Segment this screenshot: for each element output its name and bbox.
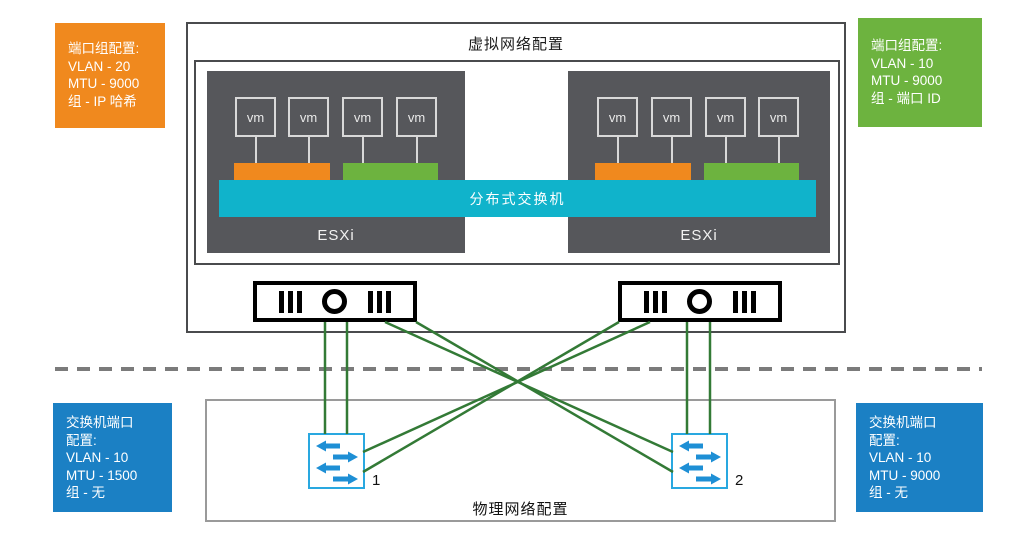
port-group-bar-green [343, 163, 438, 180]
callout-line: 交换机端口 [869, 415, 937, 430]
esxi-host-label: ESXi [317, 227, 355, 244]
callout-line: 组 - 无 [869, 485, 908, 500]
callout-line: 组 - 端口 ID [871, 90, 941, 106]
virtual-network-inner-box [194, 60, 840, 265]
distributed-switch-bar: 分布式交换机 [219, 180, 816, 217]
nic-ports-icon [367, 290, 391, 313]
vm-label: vm [716, 109, 735, 125]
port-group-bar-orange [595, 163, 691, 180]
callout-line: 配置: [66, 432, 97, 448]
distributed-switch-label: 分布式交换机 [469, 190, 566, 207]
vm-label: vm [407, 109, 426, 125]
vm-label: vm [299, 109, 318, 125]
callout-line: MTU - 9000 [869, 467, 941, 483]
physical-switch-1 [308, 433, 365, 489]
physical-nic-left [253, 281, 417, 322]
nic-circle-icon [687, 289, 713, 314]
vm-connector-line [416, 137, 418, 163]
callout-line: VLAN - 10 [66, 450, 129, 465]
vm-connector-line [725, 137, 727, 163]
vm-connector-line [617, 137, 619, 163]
vm-box: vm [396, 97, 437, 137]
vm-connector-line [255, 137, 257, 163]
callout-line: 配置: [869, 432, 900, 448]
vm-label: vm [353, 109, 372, 125]
port-group-config-callout-right: 端口组配置: VLAN - 10 MTU - 9000 组 - 端口 ID [858, 18, 982, 127]
port-group-bar-orange [234, 163, 330, 180]
switch-port-config-callout-right: 交换机端口 配置: VLAN - 10 MTU - 9000 组 - 无 [856, 403, 983, 512]
virtual-network-title: 虚拟网络配置 [467, 36, 564, 53]
physical-nic-right [618, 281, 782, 322]
nic-ports-icon [732, 290, 756, 313]
nic-ports-icon [644, 290, 668, 313]
physical-network-title: 物理网络配置 [472, 501, 569, 518]
callout-line: MTU - 1500 [66, 467, 138, 483]
vm-connector-line [308, 137, 310, 163]
callout-line: VLAN - 10 [871, 55, 934, 71]
switch-port-config-callout-left: 交换机端口 配置: VLAN - 10 MTU - 1500 组 - 无 [53, 403, 172, 512]
port-group-config-callout-left: 端口组配置: VLAN - 20 MTU - 9000 组 - IP 哈希 [55, 23, 165, 128]
esxi-host-right: vm vm vm vm ESXi [568, 71, 830, 253]
esxi-host-left: vm vm vm vm ESXi [207, 71, 465, 253]
callout-line: MTU - 9000 [68, 76, 140, 91]
callout-line: 组 - 无 [66, 485, 105, 500]
callout-line: 端口组配置: [871, 38, 943, 53]
vm-box: vm [597, 97, 638, 137]
vm-box: vm [651, 97, 692, 137]
callout-line: VLAN - 20 [68, 58, 131, 74]
vm-label: vm [608, 109, 627, 125]
vm-connector-line [362, 137, 364, 163]
switch-1-label: 1 [372, 472, 381, 489]
callout-line: MTU - 9000 [871, 73, 943, 88]
vm-label: vm [246, 109, 265, 125]
switch-icon [678, 440, 721, 485]
vm-label: vm [769, 109, 788, 125]
vm-box: vm [342, 97, 383, 137]
vm-label: vm [662, 109, 681, 125]
vm-box: vm [235, 97, 276, 137]
callout-line: 交换机端口 [66, 415, 134, 430]
switch-2-label: 2 [735, 472, 744, 489]
vm-connector-line [778, 137, 780, 163]
esxi-host-label: ESXi [680, 227, 718, 244]
port-group-bar-green [704, 163, 799, 180]
physical-switch-2 [671, 433, 728, 489]
nic-circle-icon [322, 289, 348, 314]
switch-icon [315, 440, 358, 485]
vm-box: vm [705, 97, 746, 137]
vm-box: vm [288, 97, 329, 137]
vm-box: vm [758, 97, 799, 137]
callout-line: 端口组配置: [68, 41, 140, 56]
vm-connector-line [671, 137, 673, 163]
callout-line: 组 - IP 哈希 [68, 93, 137, 109]
nic-ports-icon [279, 290, 303, 313]
callout-line: VLAN - 10 [869, 450, 932, 465]
